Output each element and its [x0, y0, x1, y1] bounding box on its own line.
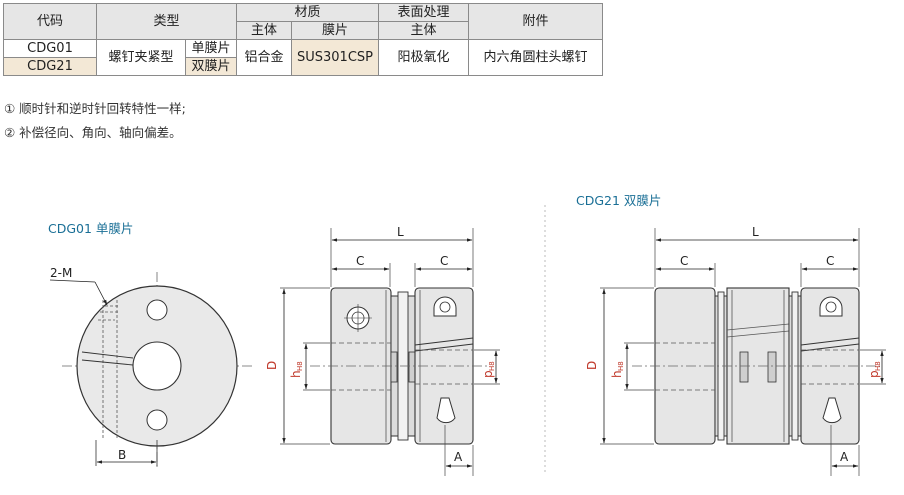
header-surface: 表面处理	[378, 3, 469, 22]
svg-text:h: h	[610, 370, 624, 378]
double-l-label: L	[752, 225, 759, 239]
svg-text:H8: H8	[488, 361, 496, 371]
cell-type-main: 螺钉夹紧型	[96, 39, 186, 76]
row-subtype-double: 双膜片	[185, 57, 237, 76]
header-surface-body: 主体	[378, 21, 469, 40]
header-body: 主体	[236, 21, 292, 40]
single-l-label: L	[397, 225, 404, 239]
double-h-label: h H8	[610, 361, 625, 378]
spec-table: 代码 类型 材质 表面处理 附件 主体 膜片 主体 CDG01 螺钉夹紧型 单膜…	[3, 3, 603, 76]
single-h-label: h H8	[289, 361, 304, 378]
svg-text:H8: H8	[296, 361, 304, 371]
single-c-right-label: C	[440, 254, 448, 268]
note-2: ② 补偿径向、角向、轴向偏差。	[4, 125, 182, 140]
svg-text:H8: H8	[617, 361, 625, 371]
bore-circle	[132, 341, 182, 391]
double-d-label: D	[585, 361, 599, 370]
single-p-label: p H8	[481, 361, 496, 378]
svg-text:H8: H8	[874, 361, 882, 371]
double-c-left-label: C	[680, 254, 688, 268]
svg-text:p: p	[867, 370, 881, 378]
notes: ① 顺时针和逆时针回转特性一样; ② 补偿径向、角向、轴向偏差。	[4, 97, 186, 145]
double-a-label: A	[840, 450, 849, 464]
single-c-left-label: C	[356, 254, 364, 268]
note-1: ① 顺时针和逆时针回转特性一样;	[4, 101, 186, 116]
screw-hole-bottom	[146, 409, 168, 431]
b-dim-label: B	[118, 448, 126, 462]
cell-accessory: 内六角圆柱头螺钉	[468, 39, 603, 76]
single-film-title: CDG01 单膜片	[48, 221, 134, 236]
svg-text:h: h	[289, 370, 303, 378]
single-side-view	[280, 228, 500, 476]
front-view	[49, 272, 252, 468]
single-d-label: D	[265, 361, 279, 370]
screw-hole-top	[146, 299, 168, 321]
header-code: 代码	[3, 3, 97, 40]
single-a-label: A	[454, 450, 463, 464]
cell-surface: 阳极氧化	[378, 39, 469, 76]
svg-text:p: p	[481, 370, 495, 378]
double-c-right-label: C	[826, 254, 834, 268]
double-p-label: p H8	[867, 361, 882, 378]
m-thread-label: 2-M	[50, 266, 72, 280]
double-film-title: CDG21 双膜片	[576, 193, 662, 208]
double-side-view	[600, 228, 886, 476]
header-film: 膜片	[291, 21, 379, 40]
header-accessory: 附件	[468, 3, 603, 40]
header-material: 材质	[236, 3, 379, 22]
row-code-cdg21: CDG21	[3, 57, 97, 76]
